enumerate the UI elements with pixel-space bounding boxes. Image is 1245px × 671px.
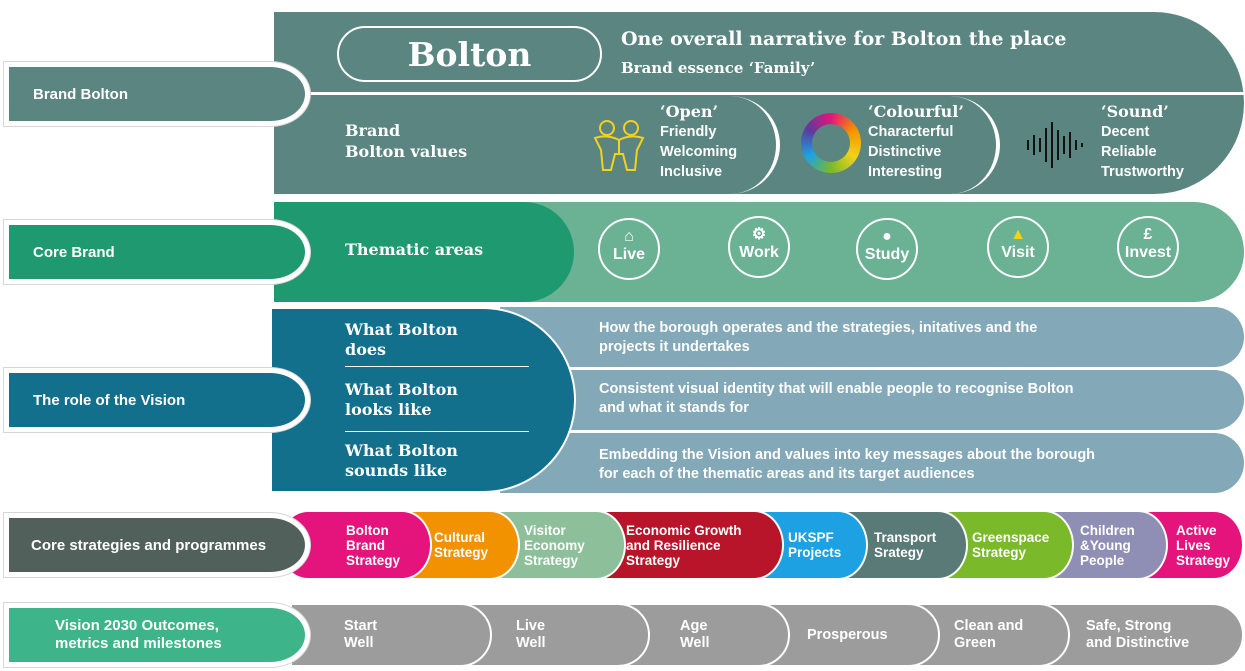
pound-icon: £ <box>1143 226 1153 243</box>
house-icon: ⌂ <box>624 228 634 245</box>
value-colourful-line-1: Characterful <box>868 124 954 140</box>
brand-essence: Brand essence ‘Family’ <box>621 59 816 77</box>
label-core-strategies: Core strategies and programmes <box>4 513 310 577</box>
area-invest: £ Invest <box>1117 216 1179 278</box>
area-work: ⚙ Work <box>728 216 790 278</box>
value-sound: ‘Sound’ Decent Reliable Trustworthy <box>1101 102 1184 182</box>
value-open-line-1: Friendly <box>660 124 717 140</box>
vision-row-3-background <box>500 433 1244 493</box>
brand-values-title: Brand Bolton values <box>345 121 468 161</box>
area-live-label: Live <box>612 246 645 263</box>
value-sound-head: ‘Sound’ <box>1101 102 1169 121</box>
label-vision-2030: Vision 2030 Outcomes, metrics and milest… <box>4 603 310 667</box>
vision-row-2-background <box>500 370 1244 430</box>
strategy-visitor-economy: Visitor Economy Strategy <box>492 510 626 580</box>
area-visit: ▲ Visit <box>987 216 1049 278</box>
gear-icon: ⚙ <box>751 226 767 243</box>
area-work-label: Work <box>739 244 779 261</box>
vision-item-3-title: What Bolton sounds like <box>345 441 458 480</box>
label-role-of-vision: The role of the Vision <box>4 368 310 432</box>
value-colourful-line-3: Interesting <box>868 164 943 180</box>
outcome-start-well: Start Well <box>290 603 492 667</box>
area-visit-label: Visit <box>1001 244 1035 261</box>
vision-item-2-text: Consistent visual identity that will ena… <box>599 381 1074 416</box>
label-core-brand: Core Brand <box>4 220 310 284</box>
brand-divider <box>274 92 1244 95</box>
strategy-economic-growth: Economic Growth and Resilience Strategy <box>598 510 784 580</box>
colour-ring-icon <box>801 113 861 173</box>
value-colourful-line-2: Distinctive <box>868 144 942 160</box>
vision-divider-1 <box>345 366 529 367</box>
value-sound-line-2: Reliable <box>1101 144 1157 160</box>
vision-divider-2 <box>345 431 529 432</box>
vision-item-1-text: How the borough operates and the strateg… <box>599 320 1038 355</box>
outcome-prosperous: Prosperous <box>760 603 940 667</box>
label-brand-bolton: Brand Bolton <box>4 62 310 126</box>
area-study-label: Study <box>864 246 910 263</box>
bolton-logo-box: Bolton <box>337 26 602 82</box>
area-invest-label: Invest <box>1124 244 1172 261</box>
value-colourful-head: ‘Colourful’ <box>868 102 964 121</box>
person-icon: ● <box>882 228 892 245</box>
area-live: ⌂ Live <box>598 218 660 280</box>
area-study: ● Study <box>856 218 918 280</box>
vision-item-1-title: What Bolton does <box>345 320 458 359</box>
value-open-line-3: Inclusive <box>660 164 723 180</box>
strategy-ukspf: UKSPF Projects <box>756 510 868 580</box>
people-icon <box>593 120 645 171</box>
value-colourful: ‘Colourful’ Characterful Distinctive Int… <box>868 102 964 182</box>
soundwave-icon <box>1027 122 1083 168</box>
vision-item-2-title: What Bolton looks like <box>345 380 458 419</box>
value-sound-line-3: Trustworthy <box>1101 164 1184 180</box>
house-yellow-icon: ▲ <box>1010 226 1026 243</box>
value-sound-line-1: Decent <box>1101 124 1150 140</box>
thematic-areas-title: Thematic areas <box>345 240 484 259</box>
vision-row-1-background <box>500 307 1244 367</box>
brand-narrative: One overall narrative for Bolton the pla… <box>621 28 1067 50</box>
outcome-clean-green: Clean and Green <box>910 603 1070 667</box>
value-open-head: ‘Open’ <box>660 102 719 121</box>
vision-title-block <box>270 307 576 493</box>
value-open-line-2: Welcoming <box>660 144 738 160</box>
value-open: ‘Open’ Friendly Welcoming Inclusive <box>660 102 737 182</box>
value-segment-open <box>560 96 780 194</box>
outcome-safe-strong: Safe, Strong and Distinctive <box>1040 603 1244 667</box>
value-segment-colourful <box>780 96 1000 194</box>
thematic-areas-block <box>274 202 574 302</box>
bolton-logo-text: Bolton <box>407 34 532 74</box>
vision-item-3-text: Embedding the Vision and values into key… <box>599 447 1096 482</box>
